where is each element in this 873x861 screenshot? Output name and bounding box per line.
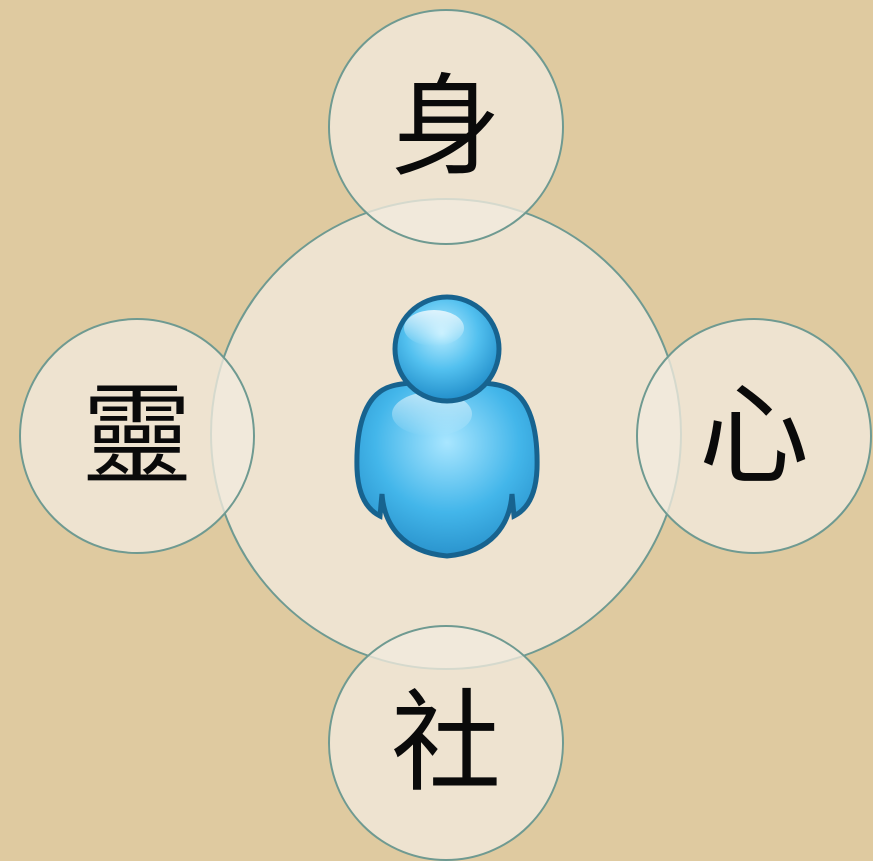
node-top-label: 身 (391, 63, 501, 191)
node-right-label: 心 (699, 372, 809, 500)
node-bottom-circle: 社 (328, 625, 564, 861)
node-bottom-label: 社 (391, 679, 501, 807)
node-top-circle: 身 (328, 9, 564, 245)
node-left-circle: 靈 (19, 318, 255, 554)
user-icon (354, 294, 540, 559)
node-right-circle: 心 (636, 318, 872, 554)
node-left-label: 靈 (82, 372, 192, 500)
